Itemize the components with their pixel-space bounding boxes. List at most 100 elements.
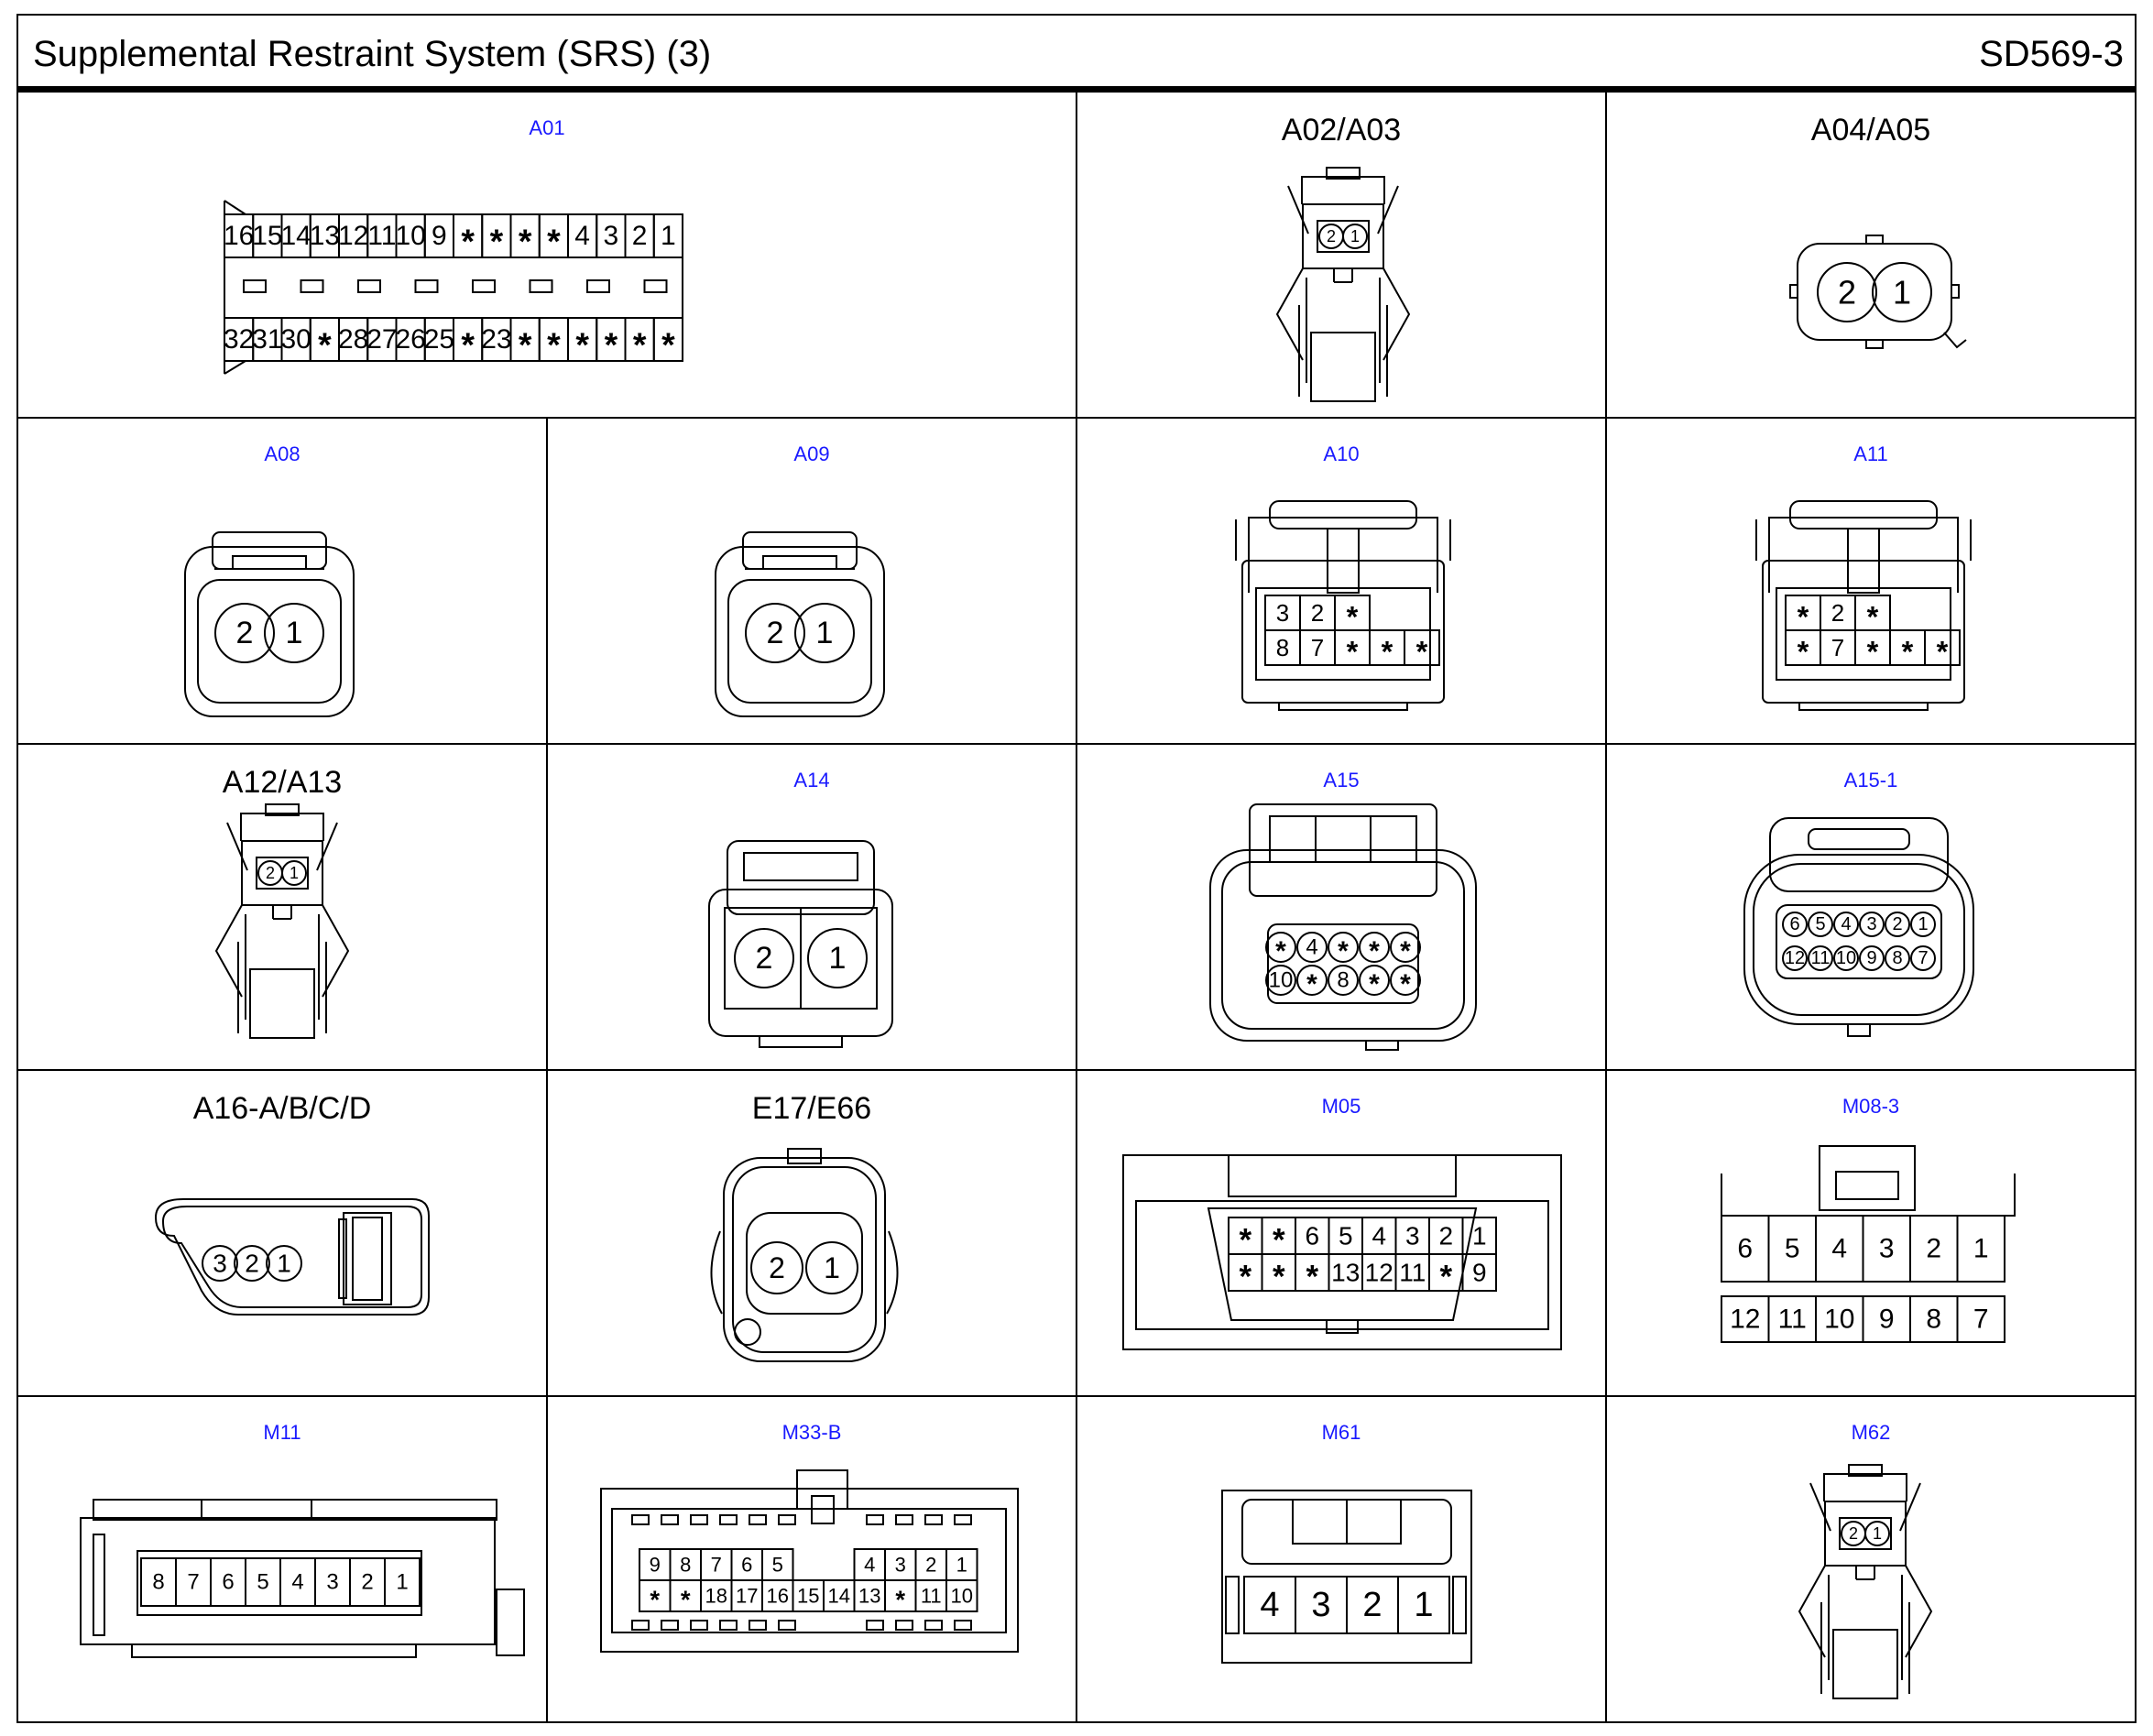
- latch-slot: [529, 279, 553, 293]
- connector-outline: [212, 531, 327, 570]
- connector-outline: [1835, 1171, 1899, 1200]
- latch-slot: [954, 1620, 972, 1631]
- latch-slot: [631, 1514, 650, 1525]
- connector-outline: [1269, 500, 1417, 530]
- pin-number: 11: [1399, 1259, 1426, 1287]
- connector-outline: [1819, 1145, 1916, 1211]
- pin-number: 1: [1472, 1222, 1487, 1250]
- connector-outline: [338, 1218, 347, 1299]
- connector-outline: [93, 1534, 105, 1636]
- connector-outline: [197, 579, 342, 704]
- pin-cavity: [1859, 945, 1885, 971]
- pin-number: 8: [152, 1570, 164, 1595]
- pin-unused: *: [1400, 969, 1411, 999]
- connector-outline: [1452, 1576, 1467, 1634]
- connector-outline: [1287, 185, 1309, 235]
- pin-cavity: [945, 1579, 978, 1612]
- latch-slot: [300, 279, 324, 293]
- connector-outline: [600, 1488, 1019, 1653]
- pin-cavity: [1910, 912, 1936, 937]
- connector-outline: [1278, 702, 1408, 711]
- pin-number: 3: [1311, 1586, 1330, 1624]
- pin-unused: *: [605, 325, 618, 364]
- connector-outline: [1317, 220, 1370, 253]
- pin-number: 10: [1824, 1305, 1854, 1335]
- pin-number: 4: [864, 1554, 875, 1577]
- pin-unused: *: [1369, 969, 1380, 999]
- pin-number: 1: [956, 1554, 967, 1577]
- connector-outline: [1798, 702, 1929, 711]
- pin-number: 4: [1841, 914, 1851, 934]
- connector-outline: [1269, 815, 1417, 863]
- pin-number: 7: [1311, 634, 1324, 661]
- latch-slot: [895, 1620, 913, 1631]
- connector-outline: [1310, 332, 1376, 402]
- pin-number: 12: [338, 221, 368, 251]
- latch-slot: [719, 1514, 738, 1525]
- latch-slot: [866, 1514, 884, 1525]
- pin-number: 8: [1892, 948, 1902, 968]
- connector-label: A09: [793, 442, 830, 465]
- pin-number: 10: [951, 1585, 973, 1608]
- connector-label: A15: [1323, 769, 1360, 792]
- pin-number: 2: [1926, 1234, 1941, 1264]
- pin-number: 2: [769, 1251, 785, 1284]
- pin-cavity: [652, 213, 683, 258]
- latch-slot: [690, 1514, 708, 1525]
- latch-slot: [643, 279, 668, 293]
- pin-cavity: [1924, 629, 1961, 666]
- pin-number: 12: [1785, 948, 1805, 968]
- connector-outline: [224, 360, 246, 375]
- connector-outline: [1797, 243, 1952, 341]
- pin-cavity: [1397, 1576, 1450, 1634]
- pin-unused: *: [1239, 1223, 1251, 1259]
- pin-number: 18: [705, 1585, 727, 1608]
- pin-unused: *: [1275, 936, 1286, 966]
- pin-number: 2: [236, 616, 254, 650]
- pin-number: 14: [828, 1585, 850, 1608]
- connector-outline: [759, 1035, 843, 1048]
- latch-slot: [924, 1620, 943, 1631]
- connector-outline: [232, 555, 307, 569]
- connector-outline: [80, 1517, 496, 1645]
- connector-outline: [1255, 587, 1431, 681]
- connector-outline: [201, 1499, 312, 1519]
- latch-slot: [357, 279, 381, 293]
- pin-number: 2: [756, 941, 773, 976]
- connector-label: A10: [1323, 442, 1360, 465]
- connector-label: M08-3: [1842, 1095, 1900, 1118]
- pin-cavity: [1808, 945, 1833, 971]
- pin-number: 8: [1926, 1305, 1941, 1335]
- pin-unused: *: [1798, 636, 1809, 669]
- pin-number: 7: [1918, 948, 1928, 968]
- pin-number: 7: [1831, 634, 1844, 661]
- connector-outline: [1809, 1482, 1831, 1532]
- pin-number: 1: [286, 616, 303, 650]
- pin-number: 3: [1405, 1222, 1420, 1250]
- pin-cavity: [1833, 945, 1859, 971]
- pin-number: 8: [1276, 634, 1289, 661]
- connector-label: M33-B: [781, 1421, 842, 1444]
- pin-unused: *: [519, 222, 532, 260]
- connector-drawing: *4***10*8**: [1209, 803, 1477, 1051]
- pin-unused: *: [1338, 936, 1349, 966]
- pin-cavity: [1808, 912, 1833, 937]
- connector-outline: [1209, 849, 1477, 1042]
- pin-number: 5: [257, 1570, 268, 1595]
- connector-outline: [265, 803, 300, 816]
- pin-cavity: [652, 317, 683, 362]
- connector-outline: [1315, 815, 1372, 863]
